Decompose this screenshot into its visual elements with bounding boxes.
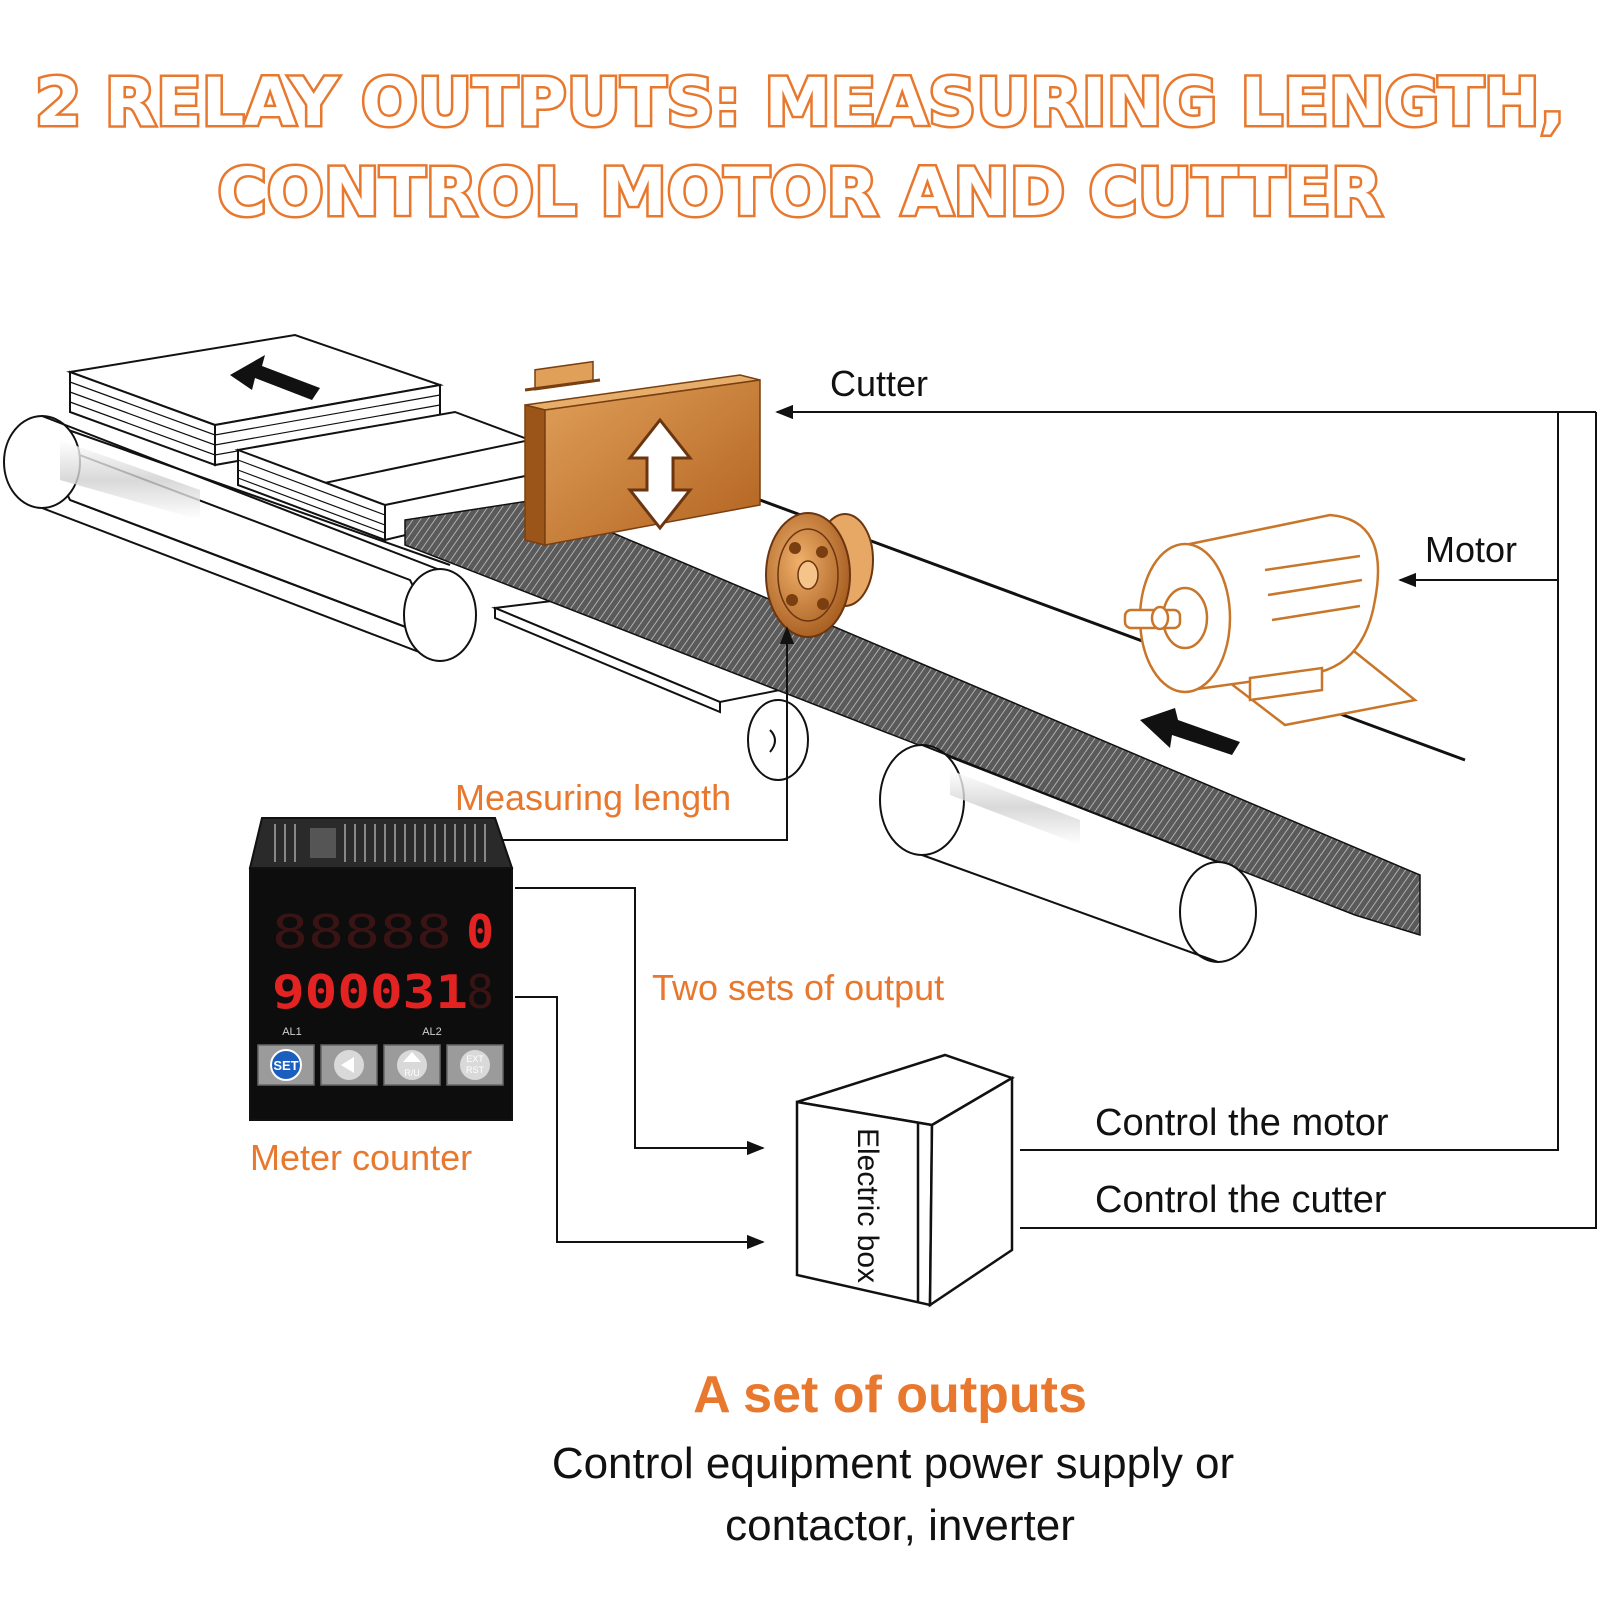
counter-al1-label: AL1 [282, 1026, 302, 1038]
wiring [490, 404, 1597, 1250]
counter-set-button-face [270, 1049, 302, 1081]
counter-ext-label: EXT [466, 1054, 484, 1064]
output-conveyor [3, 415, 794, 714]
counter-up-button-label: R/U [404, 1068, 420, 1078]
counter-top-ghost: 88888 [272, 905, 452, 959]
output-arrow-icon [230, 355, 320, 400]
counter-top-display: 0 [466, 905, 494, 959]
motor [1123, 513, 1418, 727]
electric-box [795, 1053, 1015, 1308]
label-control-cutter: Control the cutter [1095, 1179, 1387, 1221]
label-measuring-length: Measuring length [455, 777, 731, 818]
counter-ext-rst-button-face [460, 1050, 490, 1080]
footer-line-2: contactor, inverter [725, 1501, 1075, 1550]
counter-rst-label: RST [466, 1065, 485, 1075]
counter-up-button-face [397, 1050, 427, 1080]
headline-line-1: 2 RELAY OUTPUTS: MEASURING LENGTH, [35, 64, 1565, 141]
input-arrow-icon [1140, 708, 1240, 755]
label-two-sets-of-output: Two sets of output [652, 967, 944, 1008]
left-arrow-icon [341, 1057, 354, 1073]
cutter-updown-arrow-icon [626, 417, 694, 531]
counter-al2-label: AL2 [422, 1026, 442, 1038]
footer-title: A set of outputs [693, 1366, 1087, 1424]
cutter-blade [524, 360, 761, 546]
up-arrow-icon [403, 1052, 421, 1062]
headline-line-2: CONTROL MOTOR AND CUTTER [218, 154, 1383, 231]
meter-counter-device: 88888 0 900031 8 AL1 AL2 SET R/U EXT RST [248, 817, 514, 1121]
counter-bottom-display: 900031 [272, 965, 468, 1019]
label-electric-box: Electric box [851, 1128, 884, 1283]
counter-set-button-label: SET [273, 1058, 298, 1073]
counter-bottom-ghost: 8 [466, 965, 494, 1019]
label-control-motor: Control the motor [1095, 1102, 1389, 1144]
label-meter-counter: Meter counter [250, 1137, 472, 1178]
label-cutter: Cutter [830, 363, 928, 404]
footer-line-1: Control equipment power supply or [552, 1439, 1234, 1488]
measuring-wheel [765, 512, 874, 638]
label-motor: Motor [1425, 529, 1517, 570]
